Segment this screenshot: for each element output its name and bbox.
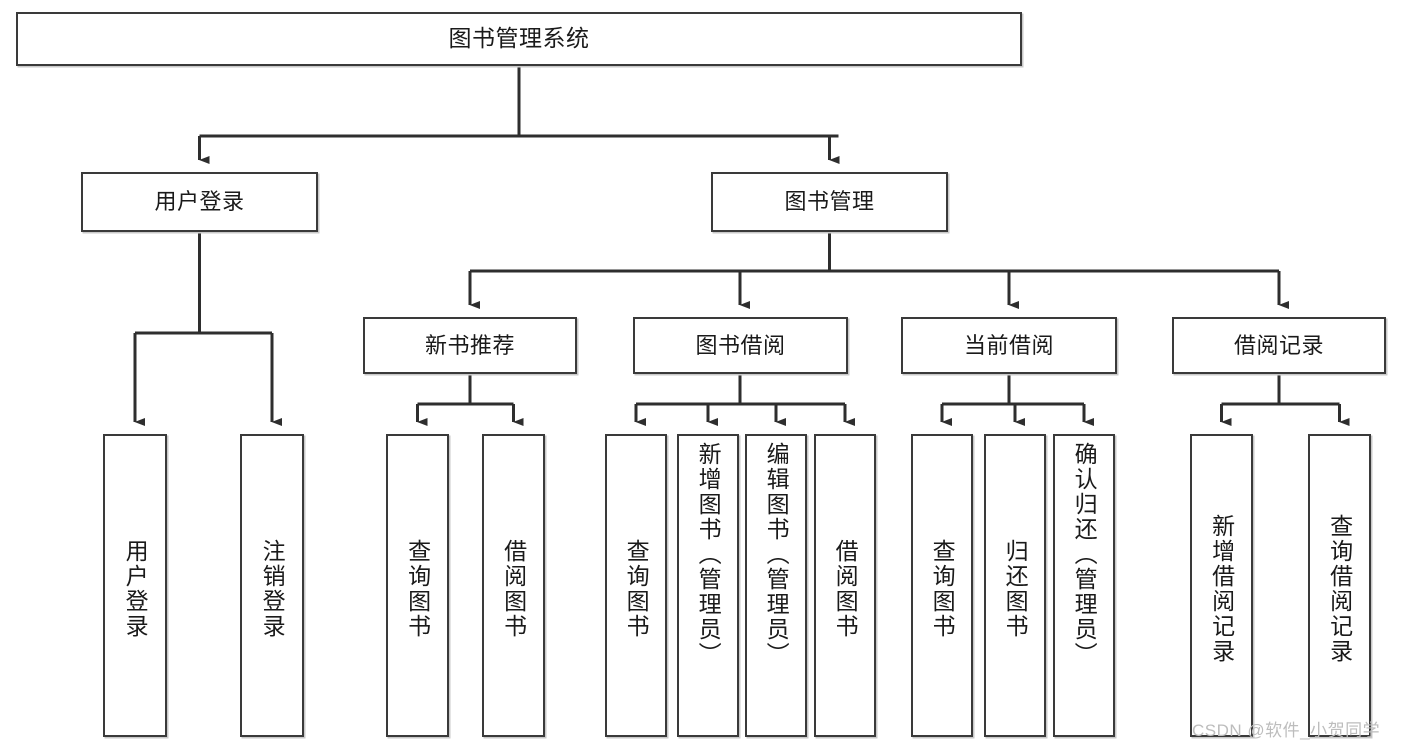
node-leaf-user-login[interactable]: 用户登录 (103, 434, 167, 737)
node-leaf-query-book-2[interactable]: 查询图书 (605, 434, 667, 737)
node-leaf-add-record[interactable]: 新增借阅记录 (1190, 434, 1253, 737)
node-leaf-borrow-book-1[interactable]: 借阅图书 (482, 434, 545, 737)
node-leaf-logout[interactable]: 注销登录 (240, 434, 304, 737)
node-leaf-query-record-label: 查询借阅记录 (1326, 513, 1353, 664)
node-book-borrow[interactable]: 图书借阅 (633, 317, 848, 374)
node-leaf-query-book-1[interactable]: 查询图书 (386, 434, 449, 737)
node-current-borrow[interactable]: 当前借阅 (901, 317, 1117, 374)
node-leaf-query-book-1-label: 查询图书 (404, 538, 431, 639)
node-current-borrow-label: 当前借阅 (963, 332, 1054, 358)
node-user-login[interactable]: 用户登录 (81, 172, 318, 232)
node-root[interactable]: 图书管理系统 (16, 12, 1022, 66)
node-leaf-edit-book[interactable]: 编辑图书（管理员） (745, 434, 807, 737)
node-leaf-user-login-label: 用户登录 (122, 538, 149, 639)
node-root-label: 图书管理系统 (448, 25, 590, 52)
node-leaf-query-book-2-label: 查询图书 (623, 538, 650, 639)
node-leaf-borrow-book-2[interactable]: 借阅图书 (814, 434, 876, 737)
node-user-login-label: 用户登录 (154, 189, 245, 215)
node-book-management-label: 图书管理 (784, 189, 875, 215)
node-new-book-recommend[interactable]: 新书推荐 (363, 317, 577, 374)
node-leaf-logout-label: 注销登录 (259, 538, 286, 639)
node-leaf-return-book[interactable]: 归还图书 (984, 434, 1046, 737)
node-leaf-query-book-3[interactable]: 查询图书 (911, 434, 973, 737)
node-leaf-query-book-3-label: 查询图书 (929, 538, 956, 639)
node-leaf-add-book-label: 新增图书（管理员） (695, 442, 722, 667)
watermark: CSDN @软件_小贺同学 (1192, 721, 1381, 740)
node-leaf-query-record[interactable]: 查询借阅记录 (1308, 434, 1371, 737)
node-leaf-borrow-book-1-label: 借阅图书 (500, 538, 527, 639)
node-borrow-record[interactable]: 借阅记录 (1172, 317, 1386, 374)
node-leaf-confirm-return-label: 确认归还（管理员） (1071, 442, 1098, 667)
node-leaf-borrow-book-2-label: 借阅图书 (832, 538, 859, 639)
node-borrow-record-label: 借阅记录 (1233, 332, 1324, 358)
node-new-book-recommend-label: 新书推荐 (424, 332, 515, 358)
node-book-management[interactable]: 图书管理 (711, 172, 948, 232)
node-leaf-return-book-label: 归还图书 (1002, 538, 1029, 639)
node-leaf-edit-book-label: 编辑图书（管理员） (763, 442, 790, 667)
node-book-borrow-label: 图书借阅 (695, 332, 786, 358)
node-leaf-confirm-return[interactable]: 确认归还（管理员） (1053, 434, 1115, 737)
node-leaf-add-book[interactable]: 新增图书（管理员） (677, 434, 739, 737)
node-leaf-add-record-label: 新增借阅记录 (1208, 513, 1235, 664)
